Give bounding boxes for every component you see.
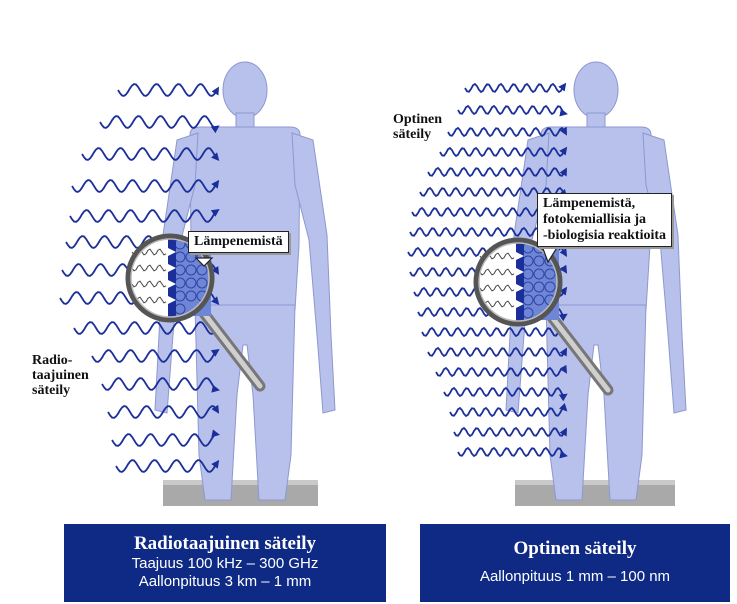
left-caption-panel: Radiotaajuinen säteily Taajuus 100 kHz –… bbox=[64, 524, 386, 602]
left-tissue-cell-11 bbox=[185, 277, 197, 289]
right-caption-title: Optinen säteily bbox=[513, 538, 637, 559]
right-radiation-label-line-2: säteily bbox=[393, 127, 432, 142]
right-magnified-arrow-1 bbox=[516, 252, 524, 260]
left-wave-arrow-5 bbox=[69, 208, 220, 223]
right-tissue-cell-9 bbox=[544, 268, 556, 280]
left-magnified-arrow-4 bbox=[168, 296, 176, 304]
right-wave-arrow-17 bbox=[449, 402, 568, 418]
left-callout-pointer bbox=[194, 257, 214, 267]
right-wave-arrow-18 bbox=[453, 426, 567, 438]
right-effect-callout: Lämpenemistä, fotokemiallisia ja -biolog… bbox=[537, 193, 673, 247]
right-wave-arrow-4 bbox=[439, 146, 568, 158]
right-callout-line-2: fotokemiallisia ja bbox=[543, 212, 647, 227]
left-caption-frequency: Taajuus 100 kHz – 300 GHz bbox=[131, 555, 319, 572]
right-magnifier-rim-shine bbox=[478, 242, 558, 322]
right-tissue-cell-12 bbox=[544, 281, 556, 293]
right-tissue-cell-5 bbox=[533, 255, 545, 267]
right-tissue-cell-14 bbox=[533, 294, 545, 306]
left-radiation-label-line-1: Radio- bbox=[32, 353, 73, 368]
right-tissue-cell-8 bbox=[533, 268, 545, 280]
left-panel-art bbox=[59, 61, 336, 506]
right-wave-arrow-13 bbox=[421, 326, 567, 338]
right-wave-arrow-16 bbox=[443, 386, 568, 402]
left-wave-arrow-3 bbox=[81, 147, 220, 162]
left-wave-arrow-13 bbox=[111, 429, 220, 447]
right-caption-wavelength: Aallonpituus 1 mm – 100 nm bbox=[479, 568, 671, 585]
right-wave-arrow-14 bbox=[427, 346, 567, 358]
left-skin-layer bbox=[168, 238, 176, 318]
left-wave-arrow-1 bbox=[117, 83, 220, 97]
right-wave-arrow-2 bbox=[457, 104, 568, 117]
right-skin-layer bbox=[516, 242, 524, 322]
left-wave-arrow-2 bbox=[99, 115, 220, 134]
right-floor-highlight bbox=[515, 480, 675, 485]
left-magnified-wave-3 bbox=[131, 280, 167, 288]
left-magnifier-rim-shine bbox=[130, 238, 210, 318]
right-caption-panel: Optinen säteily Aallonpituus 1 mm – 100 … bbox=[420, 524, 730, 602]
left-caption-title: Radiotaajuinen säteily bbox=[133, 533, 317, 554]
right-magnified-wave-3 bbox=[479, 284, 515, 292]
left-tissue-cell-9 bbox=[196, 264, 208, 276]
left-magnifier-rim bbox=[125, 233, 215, 323]
right-magnified-wave-2 bbox=[479, 268, 515, 276]
right-wave-arrow-1 bbox=[464, 82, 567, 94]
left-caption-wavelength: Aallonpituus 3 km – 1 mm bbox=[138, 573, 312, 590]
right-radiation-label: Optinen säteily bbox=[393, 112, 442, 142]
left-magnifier-handle-shine bbox=[197, 305, 263, 389]
right-panel-art bbox=[407, 61, 687, 506]
right-wave-arrow-3 bbox=[447, 126, 567, 138]
left-magnified-wave-2 bbox=[131, 264, 167, 272]
right-magnifier-handle-shine bbox=[545, 309, 611, 393]
right-radiation-label-line-1: Optinen bbox=[393, 112, 443, 127]
left-radiation-label-line-3: säteily bbox=[32, 383, 71, 398]
right-wave-arrow-19 bbox=[457, 446, 568, 459]
left-wave-arrow-10 bbox=[91, 348, 220, 363]
left-callout-line-1: Lämpenemistä bbox=[194, 234, 283, 249]
left-wave-arrow-14 bbox=[115, 459, 220, 473]
left-magnified-arrow-3 bbox=[168, 280, 176, 288]
right-magnified-arrow-3 bbox=[516, 284, 524, 292]
right-magnified-arrow-2 bbox=[516, 268, 524, 276]
right-wave-arrow-5 bbox=[427, 166, 567, 178]
left-wave-arrow-12 bbox=[107, 404, 220, 419]
left-tissue-cell-8 bbox=[185, 264, 197, 276]
left-radiation-label-line-2: taajuinen bbox=[32, 368, 89, 383]
left-magnified-arrow-1 bbox=[168, 248, 176, 256]
right-magnifier-rim bbox=[473, 237, 563, 327]
left-floor-highlight bbox=[163, 480, 318, 485]
left-tissue-cell-12 bbox=[196, 277, 208, 289]
right-tissue-cell-11 bbox=[533, 281, 545, 293]
left-effect-callout: Lämpenemistä bbox=[188, 231, 289, 253]
left-radiation-label: Radio- taajuinen säteily bbox=[32, 353, 89, 398]
right-magnified-arrow-4 bbox=[516, 300, 524, 308]
right-callout-line-3: -biologisia reaktioita bbox=[543, 228, 667, 243]
left-wave-arrow-4 bbox=[71, 179, 220, 193]
left-wave-arrow-9 bbox=[73, 321, 220, 335]
left-tissue-cell-14 bbox=[185, 290, 197, 302]
left-wave-arrow-11 bbox=[101, 377, 220, 393]
right-wave-arrow-15 bbox=[435, 364, 568, 378]
right-callout-line-1: Lämpenemistä, bbox=[543, 196, 636, 211]
left-magnified-arrow-2 bbox=[168, 264, 176, 272]
